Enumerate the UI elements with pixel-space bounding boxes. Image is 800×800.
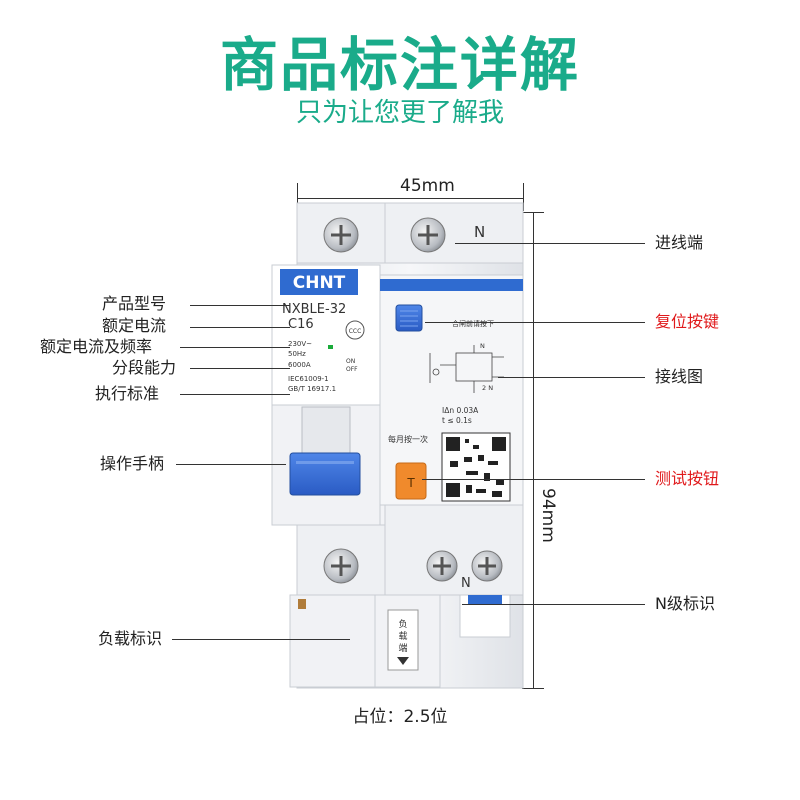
model-text: NXBLE-32 bbox=[282, 302, 346, 317]
qr-code bbox=[441, 432, 511, 502]
callout-n-mark-line bbox=[462, 604, 645, 605]
callout-load-mark: 负载标识 bbox=[98, 629, 163, 648]
operating-handle[interactable] bbox=[289, 452, 361, 496]
width-dimension-right-tick bbox=[523, 183, 524, 211]
standard-text-1: IEC61009-1 bbox=[288, 375, 329, 383]
brand-logo-text: CHNT bbox=[293, 273, 346, 293]
indicator-led bbox=[328, 345, 333, 349]
callout-wiring-line bbox=[498, 377, 645, 378]
callout-test-line bbox=[422, 479, 645, 480]
top-n-marker: N bbox=[474, 223, 485, 241]
current-text: C16 bbox=[288, 317, 314, 332]
bottom-right-screw bbox=[471, 550, 503, 582]
callout-reset-line bbox=[425, 322, 645, 323]
width-dimension-line bbox=[297, 198, 524, 199]
brand-logo bbox=[280, 269, 358, 295]
callout-incoming: 进线端 bbox=[655, 233, 704, 252]
monthly-hint-text: 每月按一次 bbox=[388, 434, 428, 444]
width-dimension-left-tick bbox=[297, 183, 298, 211]
breaker-illustration: N CHNT NXBLE-32 C16 CCC 230V~ 50Hz 6000A… bbox=[271, 202, 524, 689]
on-label: ON bbox=[346, 358, 355, 365]
frequency-text: 50Hz bbox=[288, 350, 306, 358]
test-button-letter: T bbox=[406, 476, 415, 490]
callout-n-mark: N级标识 bbox=[655, 594, 715, 613]
callout-incoming-line bbox=[455, 243, 645, 244]
reset-button[interactable] bbox=[395, 304, 423, 332]
load-arrow-icon bbox=[397, 657, 409, 665]
callout-load-mark-line bbox=[172, 639, 350, 640]
callout-model: 产品型号 bbox=[102, 294, 167, 313]
callout-rated-voltage-freq: 额定电流及频率 bbox=[40, 337, 153, 356]
callout-wiring-diagram: 接线图 bbox=[655, 367, 704, 386]
page-subtitle: 只为让您更了解我 bbox=[295, 98, 504, 128]
callout-breaking-capacity-line bbox=[190, 368, 290, 369]
callout-model-line bbox=[190, 305, 290, 306]
standard-text-2: GB/T 16917.1 bbox=[288, 385, 336, 393]
bottom-left-screw bbox=[323, 548, 359, 584]
top-left-screw bbox=[323, 217, 359, 253]
ccc-mark bbox=[345, 320, 365, 340]
test-button[interactable]: T bbox=[395, 462, 427, 500]
occupancy-label: 占位：2.5位 bbox=[352, 707, 448, 727]
callout-test-button: 测试按钮 bbox=[655, 469, 720, 488]
svg-text:2 N: 2 N bbox=[482, 384, 493, 392]
svg-text:N: N bbox=[480, 342, 485, 350]
top-right-screw bbox=[410, 217, 446, 253]
load-side-char-2: 载 bbox=[398, 630, 407, 642]
callout-standard: 执行标准 bbox=[95, 384, 160, 403]
bottom-n-marker: N bbox=[461, 576, 471, 591]
callout-handle-line bbox=[176, 464, 286, 465]
ccc-mark-text: CCC bbox=[349, 328, 362, 335]
voltage-text: 230V~ bbox=[288, 340, 312, 348]
callout-rated-current-line bbox=[190, 327, 290, 328]
off-label: OFF bbox=[346, 366, 358, 373]
capacity-text: 6000A bbox=[288, 361, 311, 369]
callout-handle: 操作手柄 bbox=[100, 454, 165, 473]
load-side-char-3: 端 bbox=[398, 642, 407, 654]
trip-time-text: t ≤ 0.1s bbox=[442, 416, 472, 425]
callout-reset-button: 复位按键 bbox=[655, 312, 720, 331]
callout-standard-line bbox=[180, 394, 290, 395]
width-dimension-label: 45mm bbox=[400, 176, 455, 196]
reset-hint-text: 合闸前请按下 bbox=[452, 319, 494, 328]
callout-breaking-capacity: 分段能力 bbox=[112, 358, 177, 377]
callout-rated-voltage-freq-line bbox=[180, 347, 290, 348]
height-dimension-line bbox=[533, 212, 534, 689]
page-title: 商品标注详解 bbox=[219, 31, 580, 99]
residual-text: IΔn 0.03A bbox=[442, 406, 479, 415]
bottom-n-screw bbox=[426, 550, 458, 582]
load-side-char-1: 负 bbox=[398, 618, 407, 630]
height-dimension-label: 94mm bbox=[538, 488, 558, 543]
blue-stripe bbox=[380, 279, 523, 291]
callout-rated-current: 额定电流 bbox=[102, 316, 167, 335]
